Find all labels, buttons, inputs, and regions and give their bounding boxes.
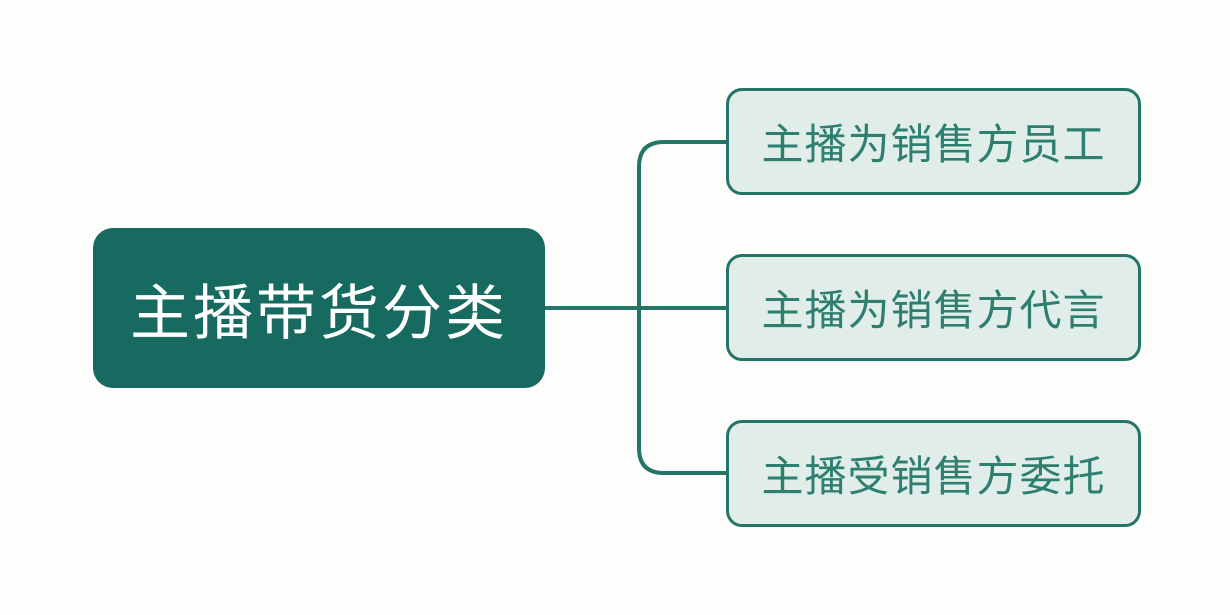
root-node: 主播带货分类 <box>93 228 545 388</box>
connector-trunk-to-top-and-bottom-child <box>637 140 728 475</box>
child-node-3: 主播受销售方委托 <box>726 420 1141 527</box>
child-node-2-label: 主播为销售方代言 <box>761 287 1106 334</box>
child-node-1-label: 主播为销售方员工 <box>761 121 1106 168</box>
child-node-2: 主播为销售方代言 <box>726 254 1141 361</box>
child-node-3-label: 主播受销售方委托 <box>761 453 1106 500</box>
child-node-1: 主播为销售方员工 <box>726 88 1141 195</box>
root-node-label: 主播带货分类 <box>130 279 508 347</box>
